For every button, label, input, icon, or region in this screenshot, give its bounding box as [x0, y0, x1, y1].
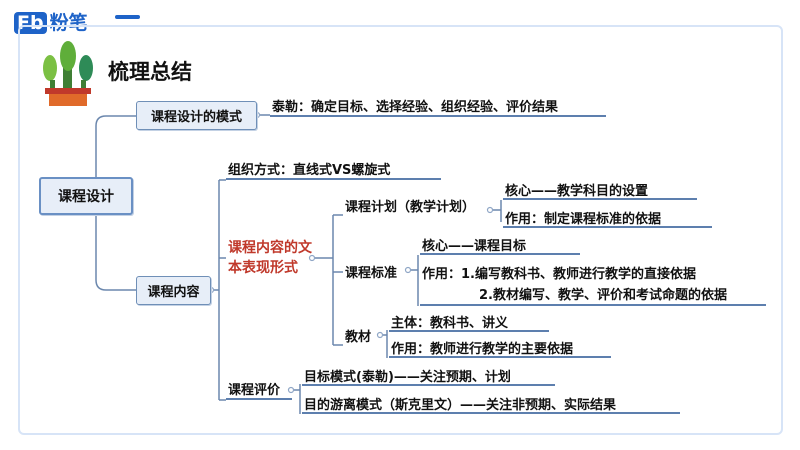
- textbook-subject-node: 主体：教科书、讲义: [389, 312, 549, 332]
- textbook-role-node: 作用：教师进行教学的主要依据: [389, 338, 611, 358]
- plan-role-node: 作用：制定课程标准的依据: [503, 208, 712, 228]
- goal-free-model-node: 目的游离模式（斯克里文）——关注非预期、实际结果: [302, 394, 680, 414]
- evaluation-node: 课程评价: [226, 378, 292, 400]
- standard-role-line2: 2.教材编写、教学、评价和考试命题的依据: [479, 288, 727, 303]
- curriculum-standard-node: 课程标准: [345, 265, 398, 281]
- textbook-node: 教材: [345, 329, 372, 345]
- brand-accent-bar: [115, 15, 140, 19]
- mindmap-root-node: 课程设计: [39, 177, 133, 215]
- model-detail-node: 泰勒：确定目标、选择经验、组织经验、评价结果: [270, 95, 606, 117]
- organization-node: 组织方式：直线式VS螺旋式: [226, 158, 441, 180]
- standard-role-line1: 作用：1.编写教科书、教师进行教学的直接依据: [422, 267, 696, 282]
- page-title: 梳理总结: [108, 60, 192, 84]
- standard-role-node: 作用：1.编写教科书、教师进行教学的直接依据 2.教材编写、教学、评价和考试命题…: [420, 262, 766, 306]
- content-frame: [18, 25, 783, 435]
- model-branch-node: 课程设计的模式: [136, 101, 257, 130]
- plan-core-node: 核心——教学科目的设置: [503, 180, 697, 200]
- content-branch-node: 课程内容: [136, 276, 211, 305]
- potted-plant-icon: [43, 41, 93, 106]
- text-forms-node: 课程内容的文本表现形式: [228, 240, 312, 276]
- target-model-node: 目标模式(泰勒)——关注预期、计划: [302, 366, 555, 386]
- standard-core-node: 核心——课程目标: [420, 235, 580, 255]
- brand-name: 粉笔: [49, 12, 88, 34]
- curriculum-plan-node: 课程计划（教学计划）: [345, 199, 476, 215]
